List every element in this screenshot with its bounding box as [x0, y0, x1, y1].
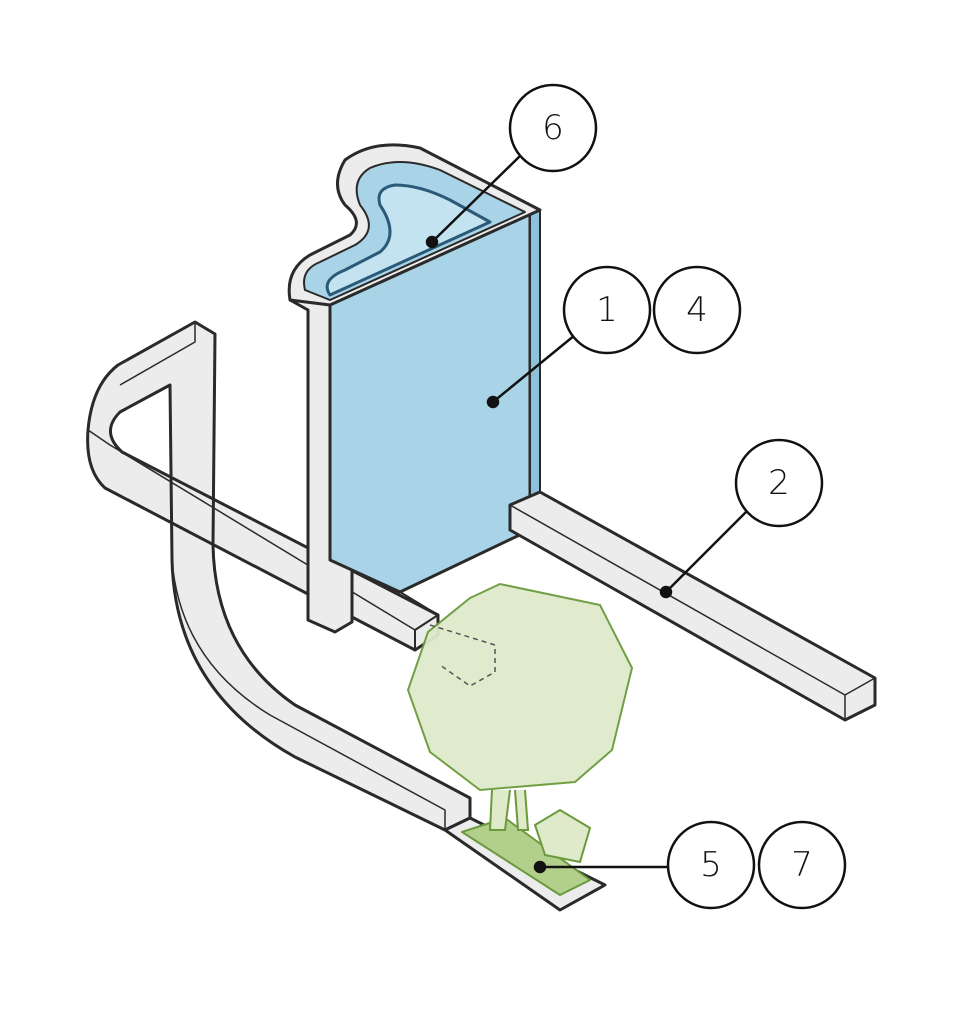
planter-strip	[443, 816, 607, 912]
svg-text:7: 7	[791, 845, 813, 885]
right-bench-bar	[508, 490, 877, 722]
callout-6: 6	[508, 83, 598, 173]
leader-lines	[425, 155, 749, 874]
callout-7: 7	[757, 820, 847, 910]
callout-2: 2	[734, 438, 824, 528]
svg-text:6: 6	[542, 108, 564, 148]
svg-text:4: 4	[686, 290, 708, 330]
tree	[406, 582, 634, 864]
callout-4: 4	[652, 265, 742, 355]
svg-text:2: 2	[768, 463, 790, 503]
callout-5: 5	[666, 820, 756, 910]
blue-wall-panel	[287, 143, 542, 594]
svg-text:5: 5	[700, 845, 722, 885]
callout-1: 1	[562, 265, 652, 355]
svg-text:1: 1	[596, 290, 618, 330]
